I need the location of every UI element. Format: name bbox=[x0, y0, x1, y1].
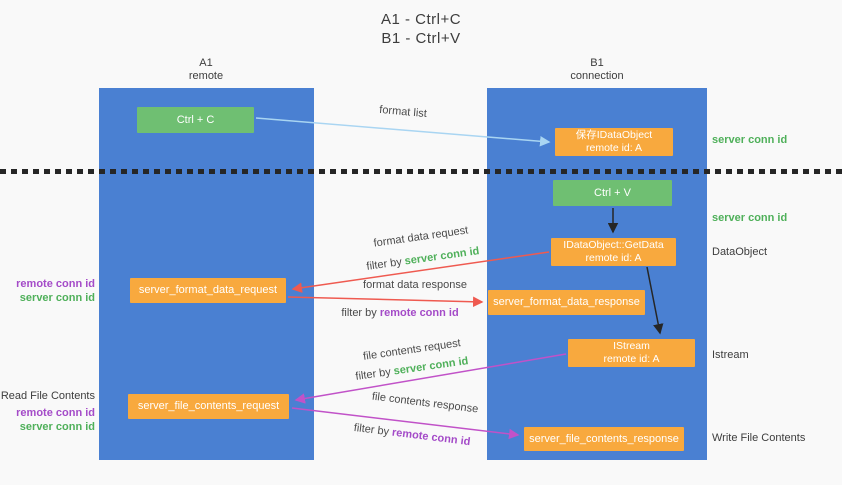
remote-conn-id-label-left-2: remote conn id bbox=[16, 407, 95, 419]
server-conn-id-keyword: server conn id bbox=[392, 355, 470, 378]
format-data-response-label: format data response bbox=[363, 279, 467, 291]
server-conn-id-label-right-1: server conn id bbox=[712, 134, 788, 146]
column-a1-name: A1 bbox=[199, 57, 213, 69]
format-data-response-filter-label: filter by remote conn id bbox=[325, 307, 475, 320]
column-b1-subtitle: connection bbox=[570, 70, 624, 82]
file-contents-response-label: file contents response bbox=[371, 390, 479, 416]
remote-conn-id-keyword: remote conn id bbox=[379, 307, 459, 319]
istream-line2: remote id: A bbox=[603, 353, 660, 365]
istream-side-label: Istream bbox=[712, 349, 749, 361]
read-file-contents-label: Read File Contents bbox=[0, 390, 95, 402]
title-line-b1: B1 - Ctrl+V bbox=[381, 30, 461, 47]
dotted-divider-line bbox=[0, 169, 842, 174]
column-header-b1: B1 connection bbox=[527, 57, 667, 83]
title-line-a1: A1 - Ctrl+C bbox=[380, 11, 462, 28]
ctrl-v-label: Ctrl + V bbox=[594, 186, 631, 199]
server-conn-id-label-right-2: server conn id bbox=[712, 212, 788, 224]
dataobject-label: DataObject bbox=[712, 246, 768, 258]
filter-by-prefix: filter by bbox=[354, 365, 395, 383]
save-dataobject-line1: 保存IDataObject bbox=[575, 129, 653, 141]
file-response-label: server_file_contents_response bbox=[529, 432, 679, 445]
getdata-line2: remote id: A bbox=[585, 252, 642, 264]
remote-conn-id-label-left-1: remote conn id bbox=[16, 278, 95, 290]
remote-conn-id-keyword: remote conn id bbox=[391, 426, 472, 449]
file-contents-response-filter-label: filter by remote conn id bbox=[337, 420, 487, 451]
getdata-line1: IDataObject::GetData bbox=[563, 239, 664, 251]
server-conn-id-keyword: server conn id bbox=[403, 245, 481, 268]
file-request-label: server_file_contents_request bbox=[137, 400, 280, 412]
filter-by-prefix: filter by bbox=[365, 255, 406, 273]
ctrl-c-button-box: Ctrl + C bbox=[137, 107, 254, 133]
filter-by-prefix: filter by bbox=[341, 307, 380, 319]
istream-line1: IStream bbox=[613, 340, 650, 352]
column-b1-name: B1 bbox=[590, 57, 604, 69]
column-a1-subtitle: remote bbox=[188, 70, 224, 82]
format-request-label: server_format_data_request bbox=[138, 284, 278, 296]
filter-by-prefix: filter by bbox=[353, 421, 393, 439]
diagram-title: A1 - Ctrl+C B1 - Ctrl+V bbox=[0, 10, 842, 48]
server-format-data-response-box: server_format_data_response bbox=[488, 290, 645, 315]
idataobject-getdata-box: IDataObject::GetData remote id: A bbox=[551, 238, 676, 266]
arrow-format-data-response bbox=[287, 296, 484, 308]
ctrl-v-button-box: Ctrl + V bbox=[553, 180, 672, 206]
format-response-label: server_format_data_response bbox=[493, 296, 640, 308]
save-dataobject-line2: remote id: A bbox=[585, 142, 643, 154]
server-conn-id-label-left-2: server conn id bbox=[19, 421, 95, 433]
save-dataobject-box: 保存IDataObject remote id: A bbox=[555, 128, 673, 156]
server-format-data-request-box: server_format_data_request bbox=[130, 278, 286, 303]
write-file-contents-label: Write File Contents bbox=[712, 432, 806, 444]
server-file-contents-request-box: server_file_contents_request bbox=[128, 394, 289, 419]
format-list-label: format list bbox=[378, 103, 428, 121]
server-file-contents-response-box: server_file_contents_response bbox=[524, 427, 684, 451]
column-header-a1: A1 remote bbox=[136, 57, 276, 83]
server-conn-id-label-left-1: server conn id bbox=[19, 292, 95, 304]
istream-box: IStream remote id: A bbox=[568, 339, 695, 367]
ctrl-c-label: Ctrl + C bbox=[176, 113, 215, 126]
